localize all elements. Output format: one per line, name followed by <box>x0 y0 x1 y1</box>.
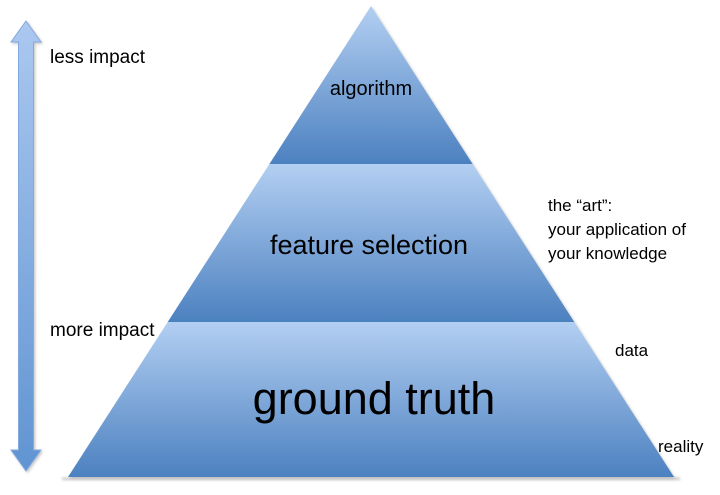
art-annotation-line-2: your application of <box>548 220 686 239</box>
art-annotation: the “art”: your application of your know… <box>548 194 686 266</box>
pyramid-base-shadow <box>62 477 680 481</box>
pyramid-label-feature-selection: feature selection <box>269 230 469 260</box>
art-annotation-line-1: the “art”: <box>548 196 613 215</box>
data-annotation: data <box>615 341 649 360</box>
more-impact-label: more impact <box>50 320 155 341</box>
pyramid-level-ground-truth-shape <box>68 322 674 477</box>
pyramid-level-feature-selection-shape <box>167 164 575 322</box>
reality-annotation: reality <box>658 437 704 456</box>
pyramid-tiers <box>68 6 674 477</box>
pyramid-level-algorithm-shape <box>269 6 473 164</box>
pyramid-label-algorithm: algorithm <box>329 78 413 100</box>
impact-axis-arrow-icon <box>10 20 42 472</box>
less-impact-label: less impact <box>50 47 146 68</box>
pyramid-label-ground-truth: ground truth <box>252 373 496 424</box>
art-annotation-line-3: your knowledge <box>548 244 668 263</box>
